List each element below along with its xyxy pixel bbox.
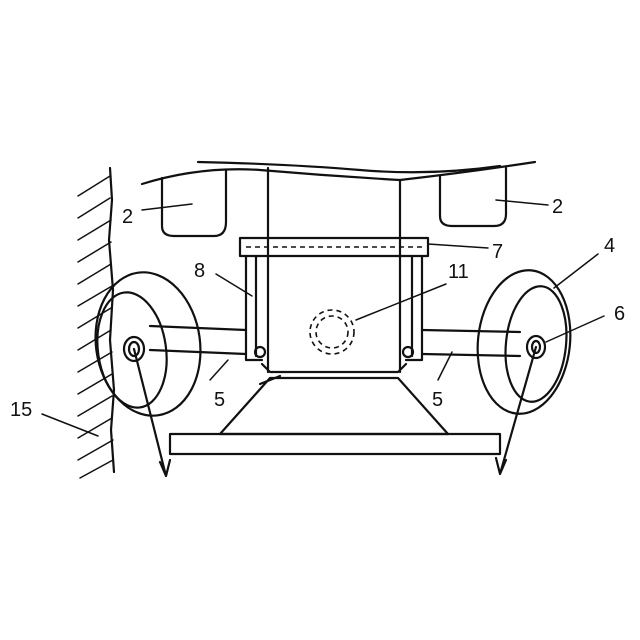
- vehicle-body: [142, 162, 535, 236]
- central-frame: [240, 168, 428, 372]
- label-11: 11: [448, 261, 469, 283]
- axles: [150, 326, 520, 356]
- label-6: 6: [614, 303, 625, 325]
- label-5-left: 5: [214, 389, 225, 411]
- label-4: 4: [604, 235, 615, 257]
- label-2-left: 2: [122, 206, 133, 228]
- label-2-right: 2: [552, 196, 563, 218]
- label-15: 15: [10, 399, 32, 421]
- label-8: 8: [194, 260, 205, 282]
- part-labels: 2 2 4 6 7 8 11 5 5 15: [10, 196, 625, 421]
- right-wheel: [471, 266, 578, 474]
- base: [170, 376, 500, 454]
- label-7: 7: [492, 241, 503, 263]
- label-5-right: 5: [432, 389, 443, 411]
